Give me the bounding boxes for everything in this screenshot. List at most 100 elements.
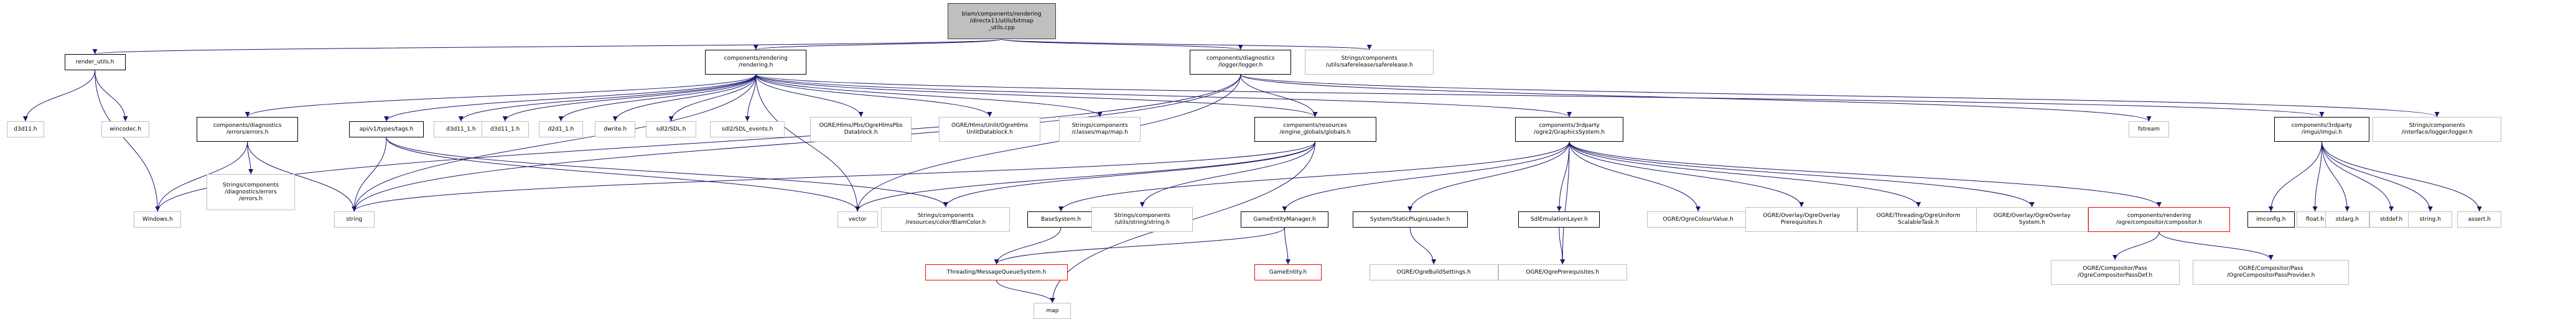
node-string-utils[interactable]: Strings/components/utils/string/string.h xyxy=(1091,207,1193,232)
node-game-entity[interactable]: GameEntity.h xyxy=(1254,264,1322,280)
node-label-line: sdl2/SDL.h xyxy=(656,126,686,132)
edge-graphics_system-to-sdl_emulation xyxy=(1556,141,1570,212)
node-colour-value[interactable]: OGRE/OgreColourValue.h xyxy=(1647,211,1749,228)
edge-tags_h-to-vector xyxy=(386,137,861,212)
node-game-entity-mgr[interactable]: GameEntityManager.h xyxy=(1240,211,1329,228)
node-logger-h[interactable]: components/diagnostics/logger/logger.h xyxy=(1190,50,1292,75)
node-label-line: d3d11.h xyxy=(14,126,37,132)
node-label-line: Windows.h xyxy=(142,216,173,223)
node-errors-h[interactable]: components/diagnostics/errors/errors.h xyxy=(196,117,299,142)
node-sdl-emulation[interactable]: SdlEmulationLayer.h xyxy=(1518,211,1600,228)
node-logger-iface[interactable]: Strings/components/interface/logger/logg… xyxy=(2373,117,2502,142)
node-label-line: Strings/components xyxy=(2409,123,2465,129)
node-label-line: d3d11_1.h xyxy=(446,126,476,132)
node-label-line: OGRE/Hlms/Pbs/OgreHlmsPbs xyxy=(819,123,903,129)
node-sdl[interactable]: sdl2/SDL.h xyxy=(645,121,697,137)
edge-graphics_system-to-overlay_system xyxy=(1569,141,2035,208)
edge-mq_system-to-map xyxy=(996,280,1055,303)
node-label-line: d2d1_1.h xyxy=(548,126,574,132)
edge-rendering_h-to-dwrite xyxy=(612,74,757,122)
edge-globals_h-to-vector xyxy=(855,141,1316,212)
node-label-line: /rendering.h xyxy=(739,62,773,68)
node-wincodec[interactable]: wincodec.h xyxy=(101,121,149,137)
node-globals-h[interactable]: components/resources/engine_globals/glob… xyxy=(1254,117,1376,142)
node-mq-system[interactable]: Threading/MessageQueueSystem.h xyxy=(925,264,1068,280)
edge-render_utils-to-wincodec xyxy=(95,70,128,122)
node-blam-color[interactable]: Strings/components/resources/color/BlamC… xyxy=(881,207,1010,232)
node-dwrite[interactable]: dwrite.h xyxy=(595,121,636,137)
node-imconfig[interactable]: imconfig.h xyxy=(2247,211,2295,228)
node-rendering-h[interactable]: components/rendering/rendering.h xyxy=(705,50,807,75)
node-label-line: Prerequisites.h xyxy=(1780,220,1822,226)
node-d3d11-1-b[interactable]: d3d11_1.h xyxy=(481,121,529,137)
node-root[interactable]: blam/components/rendering/directx11/util… xyxy=(947,3,1056,39)
edge-imgui_h-to-string_h xyxy=(2321,141,2433,212)
node-label-line: sdl2/SDL_events.h xyxy=(721,126,773,132)
node-label-line: OGRE/Hlms/Unlit/OgreHlms xyxy=(951,123,1029,129)
node-sdl-events[interactable]: sdl2/SDL_events.h xyxy=(710,121,785,137)
node-fstream[interactable]: fstream xyxy=(2128,121,2170,137)
edge-render_utils-to-d3d11_a xyxy=(22,70,96,122)
edge-logger_h-to-logger_iface xyxy=(1240,74,2440,118)
node-render-utils[interactable]: render_utils.h xyxy=(64,54,126,70)
node-label-line: /ogre2/GraphicsSystem.h xyxy=(1534,129,1605,136)
node-ogre-prereq[interactable]: OGRE/OgrePrerequisites.h xyxy=(1498,264,1627,280)
node-static-plugin[interactable]: System/StaticPluginLoader.h xyxy=(1352,211,1468,228)
node-label-line: /interface/logger/logger.h xyxy=(2401,129,2473,136)
edge-rendering_h-to-graphics_system xyxy=(755,74,1572,118)
node-imgui-h[interactable]: components/3rdparty/imgui/imgui.h xyxy=(2274,117,2369,142)
node-stddef[interactable]: stddef.h xyxy=(2369,211,2414,228)
node-label-line: /imgui/imgui.h xyxy=(2301,129,2342,136)
node-assert-h[interactable]: assert.h xyxy=(2457,211,2502,228)
node-map-h[interactable]: Strings/components/classes/map/map.h xyxy=(1059,117,1141,142)
node-map[interactable]: map xyxy=(1034,303,1071,319)
node-label-line: Datablock.h xyxy=(844,129,878,136)
edge-rendering_h-to-d3d11_1_b xyxy=(502,74,757,122)
node-label-line: OGRE/Compositor/Pass xyxy=(2083,266,2147,272)
node-label-line: ScalableTask.h xyxy=(1898,220,1939,226)
edge-sdl_emulation-to-ogre_prereq xyxy=(1559,227,1566,265)
edge-graphics_system-to-threading_uniform xyxy=(1569,141,1921,208)
node-safe-release[interactable]: Strings/components/utils/saferelease/saf… xyxy=(1305,50,1434,75)
edge-imgui_h-to-stddef xyxy=(2321,141,2394,212)
edge-rendering_h-to-string xyxy=(352,74,757,212)
node-string-h[interactable]: string.h xyxy=(2408,211,2453,228)
edge-static_plugin-to-build_settings xyxy=(1409,227,1437,265)
node-base-system[interactable]: BaseSystem.h xyxy=(1027,211,1095,228)
node-pass-provider[interactable]: OGRE/Compositor/Pass/OgreCompositorPassP… xyxy=(2193,260,2350,285)
edge-game_entity_mgr-to-mq_system xyxy=(994,227,1286,265)
edge-base_system-to-mq_system xyxy=(994,227,1062,265)
node-label-line: _utils.cpp xyxy=(988,24,1015,31)
edge-graphics_system-to-base_system xyxy=(1058,141,1570,212)
node-label-line: stddef.h xyxy=(2379,216,2403,223)
node-tags-h[interactable]: api/v1/types/tags.h xyxy=(349,121,424,137)
node-compositor-h[interactable]: components/rendering/ogre/compositor/com… xyxy=(2088,207,2231,232)
node-graphics-system[interactable]: components/3rdparty/ogre2/GraphicsSystem… xyxy=(1514,117,1624,142)
node-label-line: GameEntityManager.h xyxy=(1253,216,1316,223)
node-label-line: /errors/errors.h xyxy=(226,129,269,136)
node-d2d1-1[interactable]: d2d1_1.h xyxy=(539,121,583,137)
node-label-line: string xyxy=(346,216,363,223)
edge-rendering_h-to-hlms_pbs xyxy=(755,74,864,118)
node-label-line: SdlEmulationLayer.h xyxy=(1530,216,1588,223)
node-label-line: vector xyxy=(848,216,867,223)
node-vector[interactable]: vector xyxy=(837,211,878,228)
node-label-line: Strings/components xyxy=(1071,123,1128,129)
node-stdarg[interactable]: stdarg.h xyxy=(2325,211,2369,228)
node-d3d11-1[interactable]: d3d11_1.h xyxy=(434,121,488,137)
edge-rendering_h-to-tags_h xyxy=(384,74,757,122)
node-label-line: Strings/components xyxy=(917,213,974,219)
edge-globals_h-to-string xyxy=(352,141,1316,212)
node-d3d11-a[interactable]: d3d11.h xyxy=(6,121,44,137)
edge-root-to-rendering_h xyxy=(754,39,1002,50)
node-pass-def[interactable]: OGRE/Compositor/Pass/OgreCompositorPassD… xyxy=(2050,260,2180,285)
node-errors-str[interactable]: Strings/components/diagnostics/errors/er… xyxy=(207,174,295,210)
node-build-settings[interactable]: OGRE/OgreBuildSettings.h xyxy=(1369,264,1498,280)
node-windows-h[interactable]: Windows.h xyxy=(134,211,182,228)
node-string[interactable]: string xyxy=(334,211,375,228)
